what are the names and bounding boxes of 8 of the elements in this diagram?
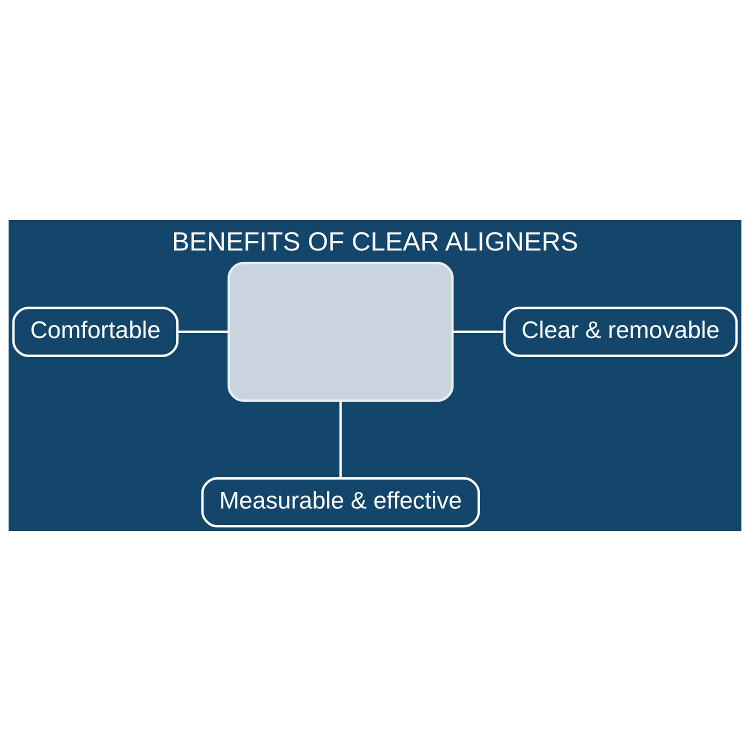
node-box: Measurable & effective [201,476,480,527]
node-box: Comfortable [12,306,179,356]
diagram-title: BENEFITS OF CLEAR ALIGNERS [172,226,578,256]
connector [178,330,229,333]
connector [452,330,504,333]
connector [339,400,342,478]
node-box [228,261,454,402]
node-box: Clear & removable [503,306,738,356]
